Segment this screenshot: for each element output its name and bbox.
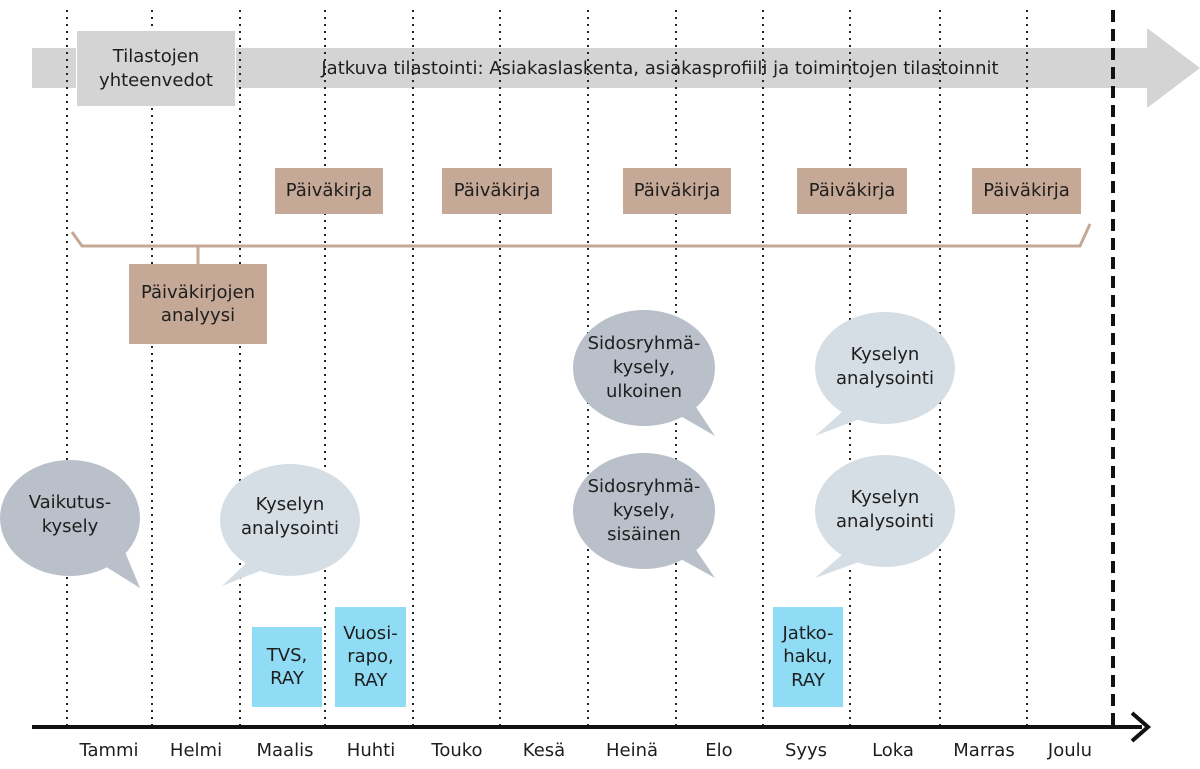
month-label-syys: Syys: [784, 740, 828, 761]
summary-box: Tilastojen yhteenvedot: [76, 30, 236, 107]
month-label-maalis: Maalis: [256, 740, 314, 761]
continuous-arrow-label: Jatkuva tilastointi: Asiakaslaskenta, as…: [321, 58, 999, 79]
diary-box-heina: Päiväkirja: [623, 168, 731, 214]
bubble-kyselyn-analysointi-syys-1-label: Kyselyn analysointi: [836, 343, 934, 389]
report-vuosirapo-ray: Vuosi- rapo, RAY: [335, 607, 406, 707]
bubble-sidosryhma-sisainen: [573, 453, 715, 578]
bubble-kyselyn-analysointi-maalis-label: Kyselyn analysointi: [241, 493, 339, 539]
timeline-arrowhead: [1130, 711, 1152, 743]
bubble-sidosryhma-sisainen-label: Sidosryhmä- kysely, sisäinen: [587, 475, 701, 546]
month-label-tammi: Tammi: [79, 740, 139, 761]
diary-box-syys: Päiväkirja: [797, 168, 907, 214]
bubble-kyselyn-analysointi-maalis: [220, 464, 360, 586]
month-label-marras: Marras: [953, 740, 1015, 761]
bubble-vaikutuskysely-label: Vaikutus- kysely: [28, 491, 112, 537]
diary-analysis-box: Päiväkirjojen analyysi: [129, 264, 267, 344]
bubble-vaikutuskysely: [0, 460, 140, 588]
bubble-kyselyn-analysointi-syys-1: [815, 312, 955, 436]
month-label-elo: Elo: [705, 740, 733, 761]
diary-box-touko: Päiväkirja: [442, 168, 552, 214]
month-label-huhti: Huhti: [346, 740, 396, 761]
month-label-kesa: Kesä: [522, 740, 566, 761]
month-label-joulu: Joulu: [1047, 740, 1093, 761]
diary-box-maalis: Päiväkirja: [275, 168, 383, 214]
bubble-sidosryhma-ulkoinen-label: Sidosryhmä- kysely, ulkoinen: [587, 332, 701, 403]
month-label-loka: Loka: [872, 740, 914, 761]
bubble-kyselyn-analysointi-syys-2: [815, 455, 955, 578]
report-tvs-ray: TVS, RAY: [252, 627, 322, 707]
month-label-helmi: Helmi: [169, 740, 223, 761]
diary-box-loka: Päiväkirja: [972, 168, 1081, 214]
bubble-sidosryhma-ulkoinen: [573, 310, 715, 436]
bubble-kyselyn-analysointi-syys-2-label: Kyselyn analysointi: [836, 486, 934, 532]
month-label-heina: Heinä: [605, 740, 659, 761]
report-jatkohaku-ray: Jatko- haku, RAY: [773, 607, 843, 707]
diary-bracket: [70, 223, 1092, 248]
month-label-touko: Touko: [431, 740, 483, 761]
